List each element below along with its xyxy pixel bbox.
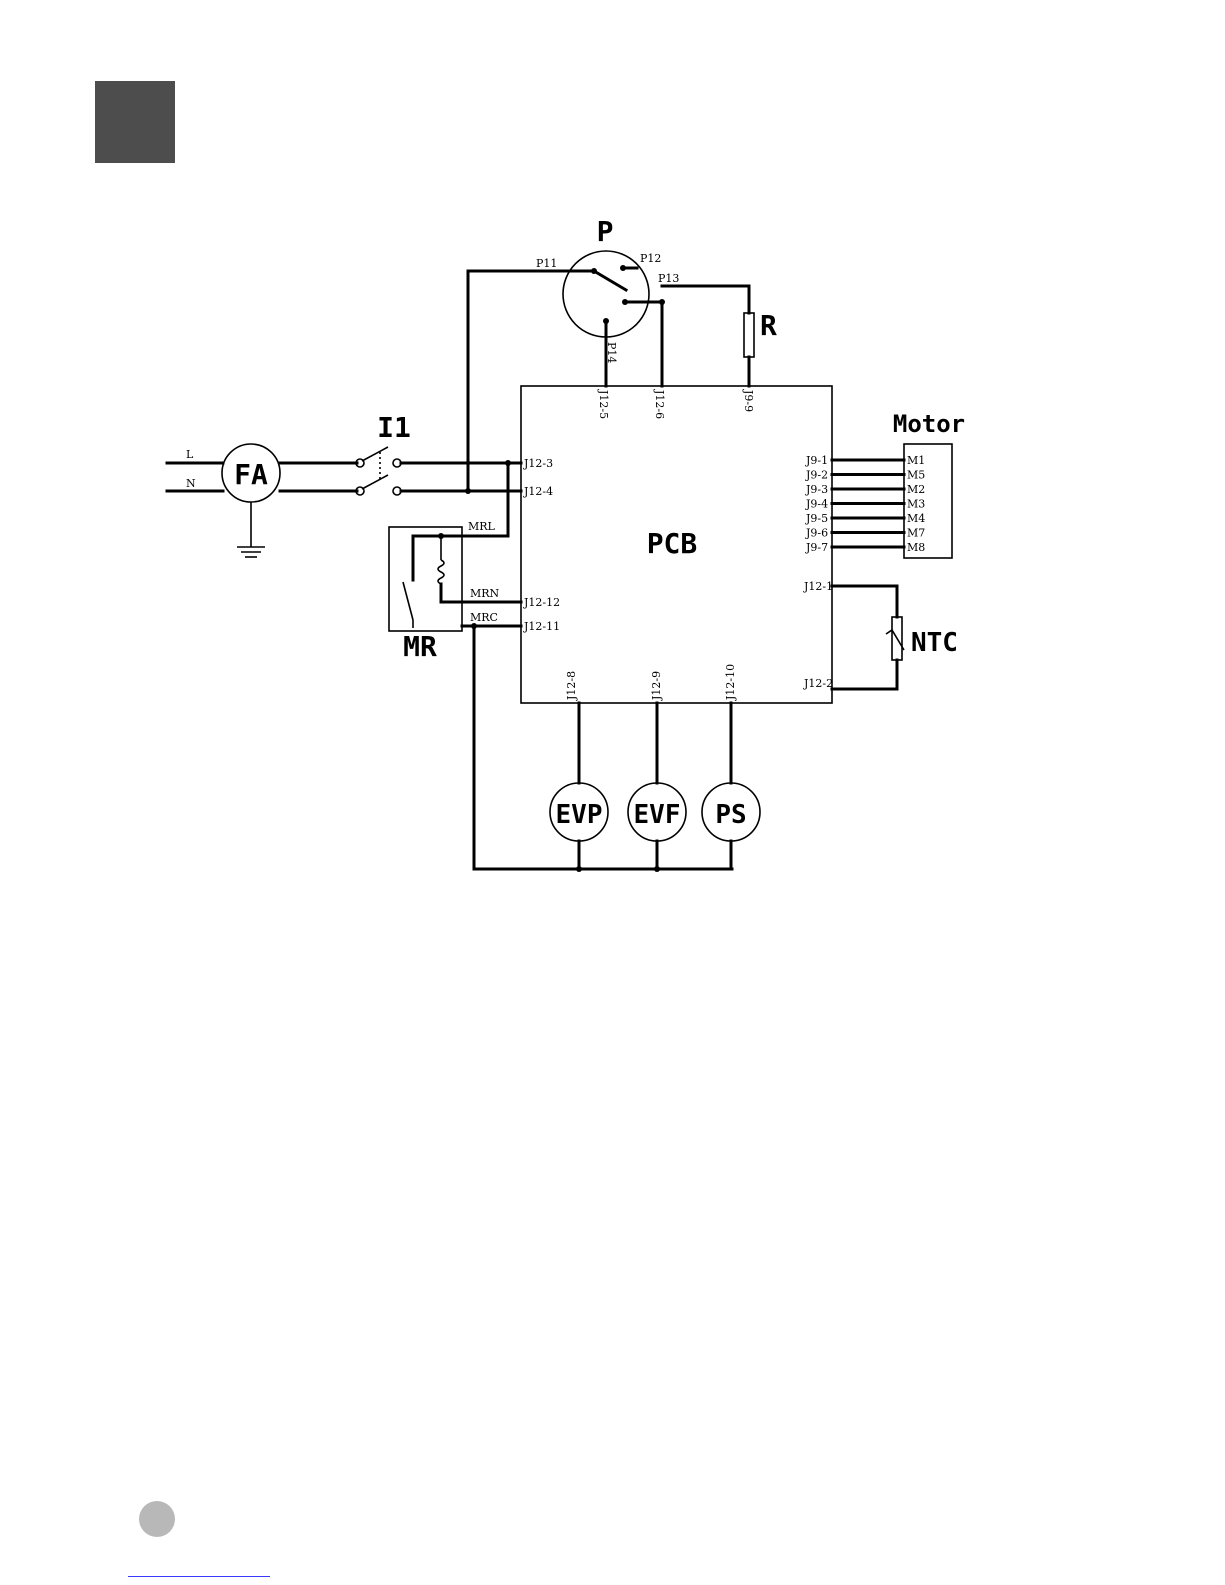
- neutral-label: N: [186, 477, 196, 490]
- motor-label: Motor: [893, 410, 965, 438]
- pressure-switch-label: P: [597, 215, 614, 248]
- valve-p-label: EVP: [556, 800, 603, 830]
- mrl-label: MRL: [468, 520, 496, 533]
- mrc-label: MRC: [470, 611, 498, 624]
- p12-label: P12: [640, 252, 661, 265]
- pin-j12-12: J12-12: [523, 596, 560, 609]
- pin-j12-9: J12-9: [650, 671, 663, 701]
- sensor-label: PS: [715, 800, 746, 830]
- ntc-label: NTC: [911, 628, 958, 658]
- p11-label: P11: [536, 257, 557, 270]
- right-pin-label: J9-4: [805, 498, 828, 511]
- relay-box: [389, 527, 462, 631]
- page-number-dot: [139, 1501, 175, 1537]
- right-pin-label: J9-3: [805, 483, 828, 496]
- pcb-label: PCB: [647, 527, 698, 560]
- mrn-label: MRN: [470, 587, 500, 600]
- pin-j9-9: J9-9: [742, 389, 755, 412]
- fan-label: FA: [234, 458, 268, 491]
- relay-label: MR: [403, 630, 437, 663]
- pin-j12-5: J12-5: [597, 389, 610, 419]
- pin-j12-6: J12-6: [653, 389, 666, 419]
- right-pin-label: J9-7: [805, 541, 828, 554]
- resistor-symbol: [744, 313, 754, 357]
- pin-j12-2: J12-2: [803, 677, 833, 690]
- motor-terminal-label: M8: [907, 541, 925, 554]
- right-pin-label: J9-6: [805, 527, 828, 540]
- motor-terminal-label: M7: [907, 527, 925, 540]
- right-pin-label: J9-5: [805, 512, 828, 525]
- switch-label: I1: [377, 411, 411, 444]
- p13-label: P13: [658, 272, 679, 285]
- motor-terminal-label: M1: [907, 454, 925, 467]
- valve-f-label: EVF: [634, 800, 681, 830]
- motor-terminal-label: M3: [907, 498, 925, 511]
- pin-j12-8: J12-8: [565, 671, 578, 701]
- right-pin-label: J9-2: [805, 469, 828, 482]
- right-pin-labels: J9-1J9-2J9-3J9-4J9-5J9-6J9-7: [805, 454, 828, 554]
- footer-link-underline[interactable]: [128, 1576, 270, 1577]
- right-pin-label: J9-1: [805, 454, 828, 467]
- pin-j12-3: J12-3: [523, 457, 553, 470]
- pin-j12-11: J12-11: [523, 620, 560, 633]
- motor-terminal-label: M4: [907, 512, 925, 525]
- resistor-label: R: [760, 309, 777, 342]
- pin-j12-4: J12-4: [523, 485, 553, 498]
- pin-j12-1: J12-1: [803, 580, 833, 593]
- motor-wires: [832, 460, 904, 547]
- pin-j12-10: J12-10: [724, 664, 737, 701]
- motor-terminal-label: M2: [907, 483, 925, 496]
- live-label: L: [186, 448, 194, 461]
- motor-terminal-label: M5: [907, 469, 925, 482]
